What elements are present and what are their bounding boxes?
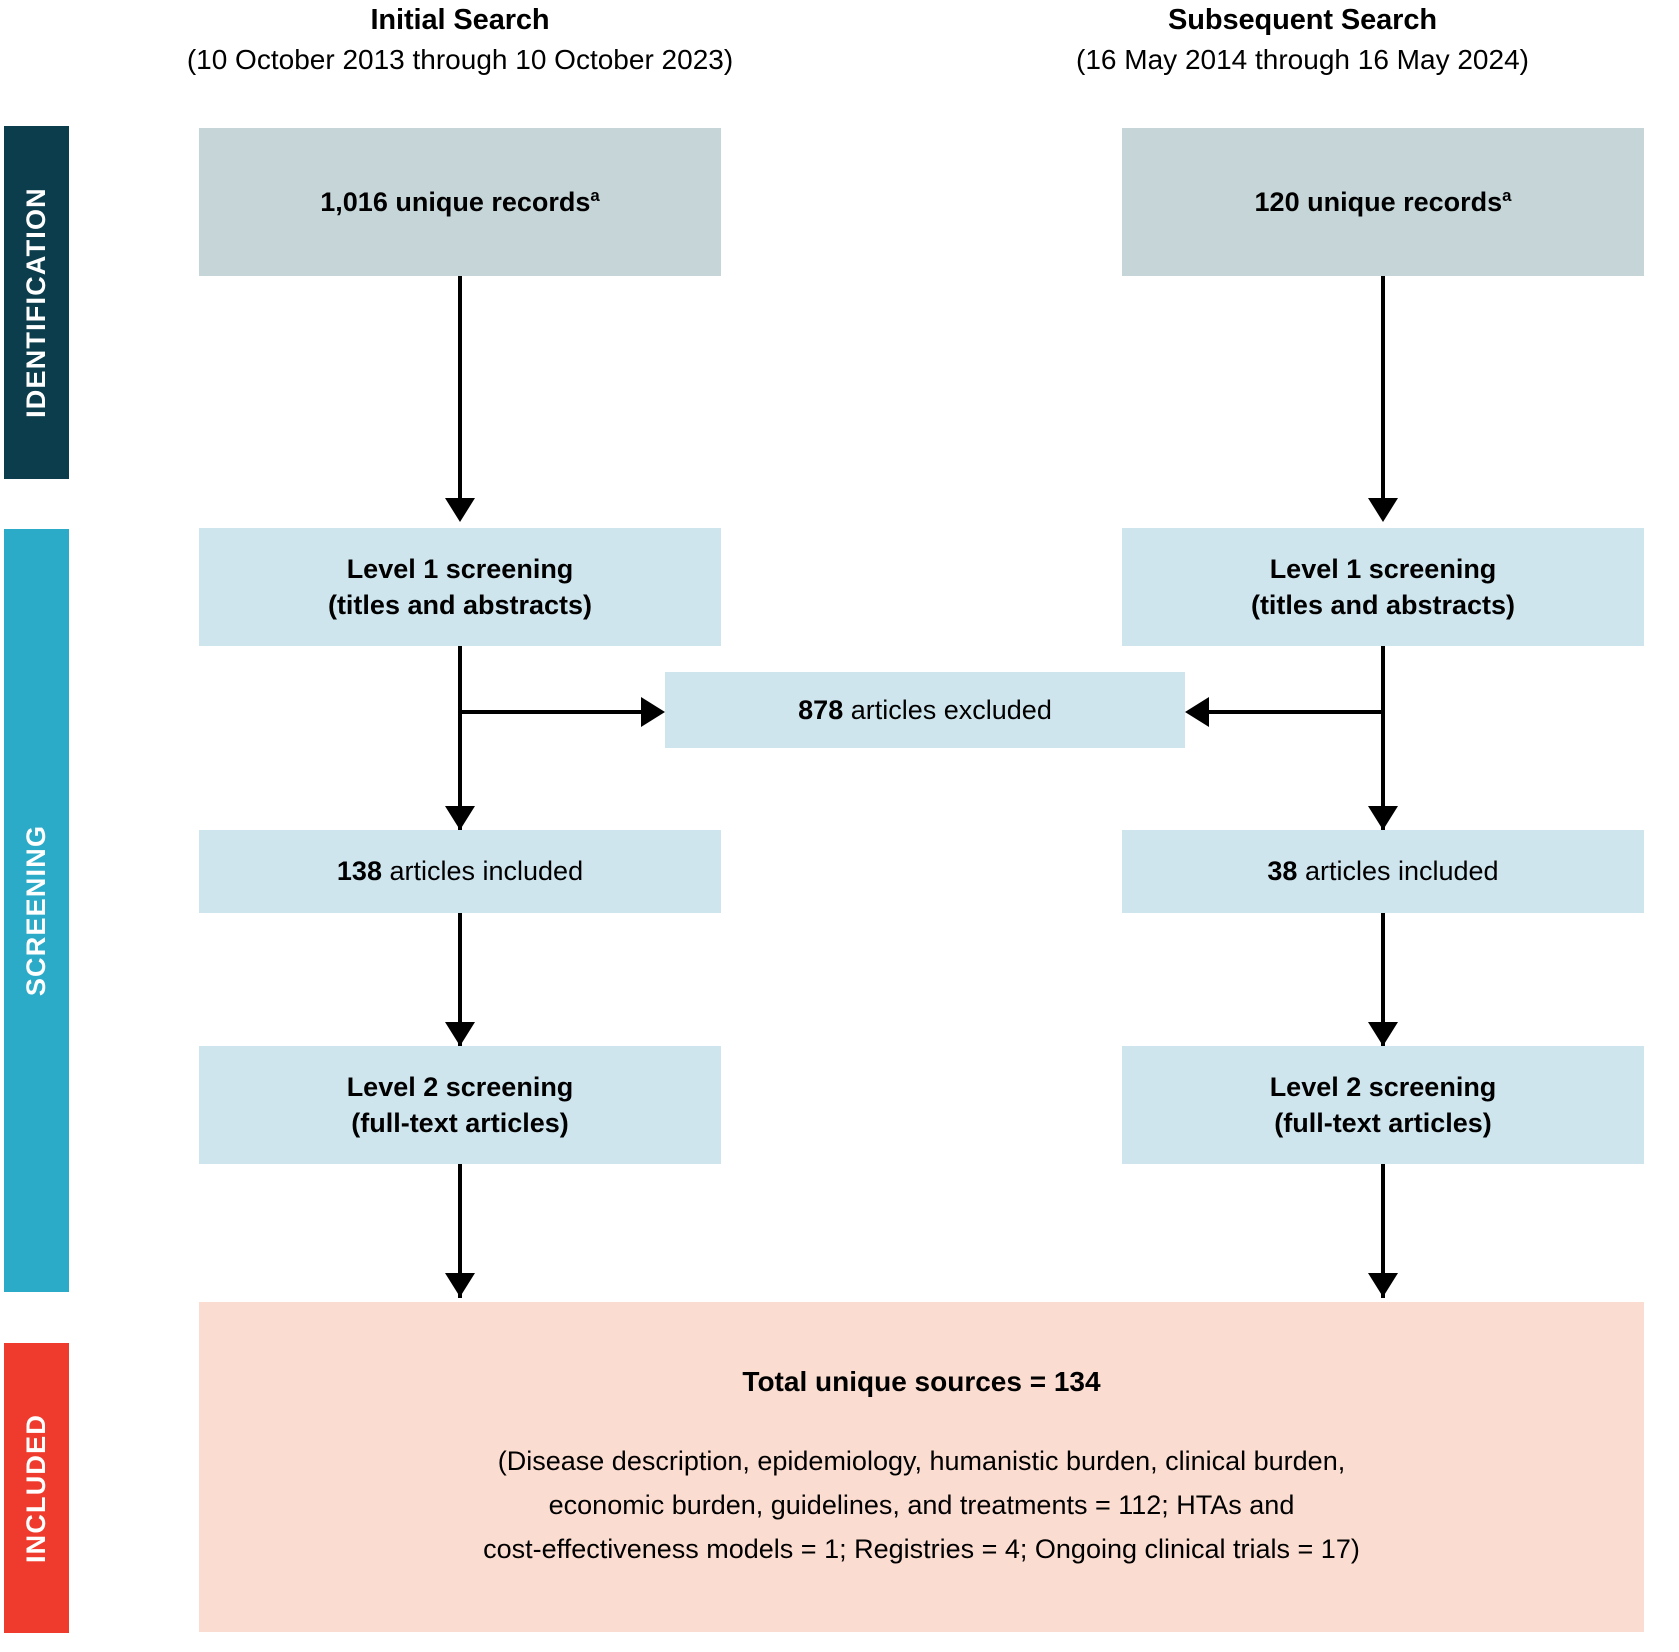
node-level2-screening-left: Level 2 screening (full-text articles) xyxy=(199,1046,721,1164)
connector-initial-to-level1 xyxy=(458,276,462,502)
node-articles-included-left-text: 138 articles included xyxy=(336,856,584,887)
connector-level1-right-to-excluded xyxy=(1208,710,1385,714)
connector-level1-left-down xyxy=(458,646,462,831)
node-articles-included-left: 138 articles included xyxy=(199,830,721,913)
arrow-included-right-to-level2 xyxy=(1368,1022,1398,1046)
column-header-subsequent-search: Subsequent Search (16 May 2014 through 1… xyxy=(930,2,1675,78)
node-articles-included-right-text: 38 articles included xyxy=(1267,856,1499,887)
connector-subsequent-to-level1 xyxy=(1381,276,1385,502)
node-total-detail: (Disease description, epidemiology, huma… xyxy=(483,1440,1360,1571)
stage-label-screening: SCREENING xyxy=(21,824,52,997)
node-level2-screening-right-line1: Level 2 screening xyxy=(1269,1071,1497,1102)
arrow-subsequent-to-level1 xyxy=(1368,498,1398,522)
node-articles-included-right: 38 articles included xyxy=(1122,830,1644,913)
node-initial-unique-records: 1,016 unique recordsa xyxy=(199,128,721,276)
arrow-level1-right-to-included xyxy=(1368,806,1398,830)
connector-level1-left-to-excluded xyxy=(458,710,641,714)
node-level2-screening-left-line2: (full-text articles) xyxy=(351,1108,569,1138)
arrow-included-left-to-level2 xyxy=(445,1022,475,1046)
node-level1-screening-left-line1: Level 1 screening xyxy=(346,553,574,584)
stage-band-included: INCLUDED xyxy=(4,1343,69,1633)
stage-label-included: INCLUDED xyxy=(21,1413,52,1563)
node-level1-screening-right-line2: (titles and abstracts) xyxy=(1250,590,1516,620)
arrow-level2-left-to-total xyxy=(445,1273,475,1297)
arrow-left-to-excluded xyxy=(641,697,665,727)
node-total-detail-line3: cost-effectiveness models = 1; Registrie… xyxy=(483,1533,1360,1564)
node-articles-excluded-text: 878 articles excluded xyxy=(798,694,1052,725)
node-total-unique-sources: Total unique sources = 134 (Disease desc… xyxy=(199,1302,1644,1632)
node-level1-screening-left: Level 1 screening (titles and abstracts) xyxy=(199,528,721,646)
connector-included-right-to-level2 xyxy=(1381,913,1385,1047)
node-total-detail-line2: economic burden, guidelines, and treatme… xyxy=(548,1490,1295,1521)
node-articles-excluded: 878 articles excluded xyxy=(665,672,1185,748)
node-level1-screening-right-line1: Level 1 screening xyxy=(1269,553,1497,584)
node-level2-screening-right: Level 2 screening (full-text articles) xyxy=(1122,1046,1644,1164)
connector-level1-right-down xyxy=(1381,646,1385,831)
node-subsequent-unique-records: 120 unique recordsa xyxy=(1122,128,1644,276)
column-title-subsequent: Subsequent Search xyxy=(1167,4,1438,36)
stage-label-identification: IDENTIFICATION xyxy=(21,187,52,418)
column-header-initial-search: Initial Search (10 October 2013 through … xyxy=(90,2,830,78)
arrow-right-to-excluded xyxy=(1185,697,1209,727)
connector-level2-left-to-total xyxy=(458,1164,462,1298)
node-subsequent-unique-records-text: 120 unique recordsa xyxy=(1254,185,1512,217)
node-level2-screening-right-line2: (full-text articles) xyxy=(1274,1108,1492,1138)
arrow-initial-to-level1 xyxy=(445,498,475,522)
stage-band-identification: IDENTIFICATION xyxy=(4,126,69,479)
node-total-detail-line1: (Disease description, epidemiology, huma… xyxy=(497,1446,1346,1477)
node-level1-screening-right: Level 1 screening (titles and abstracts) xyxy=(1122,528,1644,646)
stage-band-screening: SCREENING xyxy=(4,529,69,1292)
node-level1-screening-left-line2: (titles and abstracts) xyxy=(327,590,593,620)
connector-level2-right-to-total xyxy=(1381,1164,1385,1298)
column-subtitle-subsequent: (16 May 2014 through 16 May 2024) xyxy=(1076,44,1529,76)
column-title-initial: Initial Search xyxy=(370,4,550,36)
node-level2-screening-left-line1: Level 2 screening xyxy=(346,1071,574,1102)
node-total-title: Total unique sources = 134 xyxy=(742,1365,1101,1397)
node-initial-unique-records-text: 1,016 unique recordsa xyxy=(320,185,600,217)
column-subtitle-initial: (10 October 2013 through 10 October 2023… xyxy=(186,44,734,76)
arrow-level2-right-to-total xyxy=(1368,1273,1398,1297)
arrow-level1-left-to-included xyxy=(445,806,475,830)
connector-included-left-to-level2 xyxy=(458,913,462,1047)
